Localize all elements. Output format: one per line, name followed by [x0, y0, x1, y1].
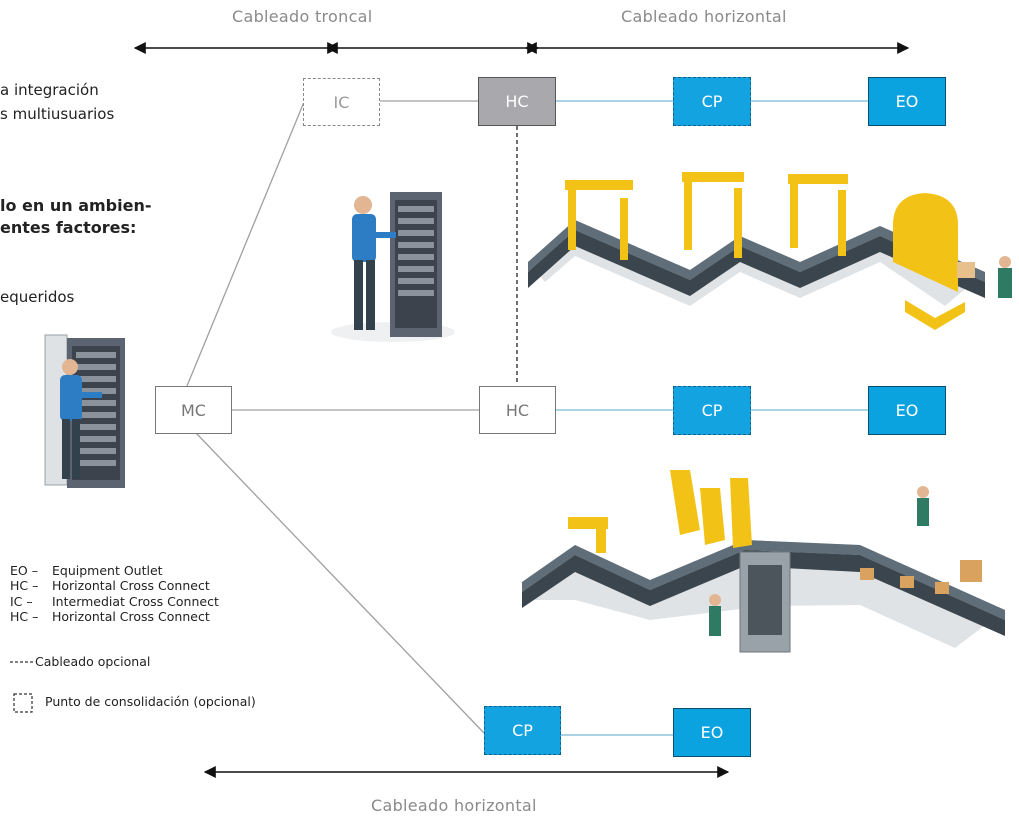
node-eo-bottom: EO [673, 708, 751, 757]
legend-item-eo: EO – Equipment Outlet [10, 563, 163, 578]
legend-text: Horizontal Cross Connect [52, 609, 210, 624]
node-hc-top-label: HC [505, 92, 529, 111]
mc-cp-bottom-link [195, 432, 485, 734]
factor-item: equeridos [0, 288, 75, 306]
legend-text: Intermediat Cross Connect [52, 594, 219, 609]
legend-text: Horizontal Cross Connect [52, 578, 210, 593]
legend-item-ic: IC – Intermediat Cross Connect [10, 594, 219, 609]
node-eo-top-label: EO [895, 92, 919, 111]
node-cp-top: CP [673, 77, 751, 126]
legend-text: Equipment Outlet [52, 563, 163, 578]
intro-line-1: a integración [0, 81, 99, 99]
node-mc-label: MC [181, 400, 206, 420]
node-ic-label: IC [333, 92, 350, 112]
node-eo-mid-label: EO [895, 401, 919, 420]
factors-heading-1: lo en un ambien- [0, 196, 152, 215]
node-hc-top: HC [478, 77, 556, 126]
factory-illustration-bottom [522, 470, 1005, 653]
node-ic: IC [303, 78, 380, 126]
footer-horizontal-label: Cableado horizontal [371, 796, 537, 815]
node-eo-bottom-label: EO [700, 723, 724, 742]
node-cp-mid: CP [673, 386, 751, 435]
server-rack-illustration-center [331, 192, 455, 342]
node-mc: MC [155, 386, 232, 434]
mc-ic-link [186, 101, 305, 387]
node-hc-mid: HC [479, 386, 556, 434]
node-cp-bottom: CP [484, 706, 561, 755]
legend-item-hc-2: HC – Horizontal Cross Connect [10, 609, 210, 624]
legend-abbr: IC – [10, 594, 33, 609]
legend-optional-cabling: Cableado opcional [35, 654, 151, 669]
legend-consolidation-point: Punto de consolidación (opcional) [45, 694, 256, 709]
node-hc-mid-label: HC [505, 400, 530, 420]
node-eo-mid: EO [868, 386, 946, 435]
node-cp-bottom-label: CP [512, 721, 533, 740]
node-cp-mid-label: CP [701, 401, 723, 420]
factory-illustration-top [528, 172, 1012, 330]
legend-dashed-box-icon [13, 693, 33, 713]
legend-abbr: HC – [10, 609, 39, 624]
server-rack-illustration-left [44, 334, 125, 488]
legend-abbr: HC – [10, 578, 39, 593]
header-horizontal-label: Cableado horizontal [621, 7, 787, 26]
legend-item-hc: HC – Horizontal Cross Connect [10, 578, 210, 593]
legend-abbr: EO – [10, 563, 38, 578]
intro-line-2: s multiusuarios [0, 105, 115, 123]
node-eo-top: EO [868, 77, 946, 126]
factors-heading-2: entes factores: [0, 218, 137, 237]
node-cp-top-label: CP [701, 92, 723, 111]
header-backbone-label: Cableado troncal [232, 7, 373, 26]
